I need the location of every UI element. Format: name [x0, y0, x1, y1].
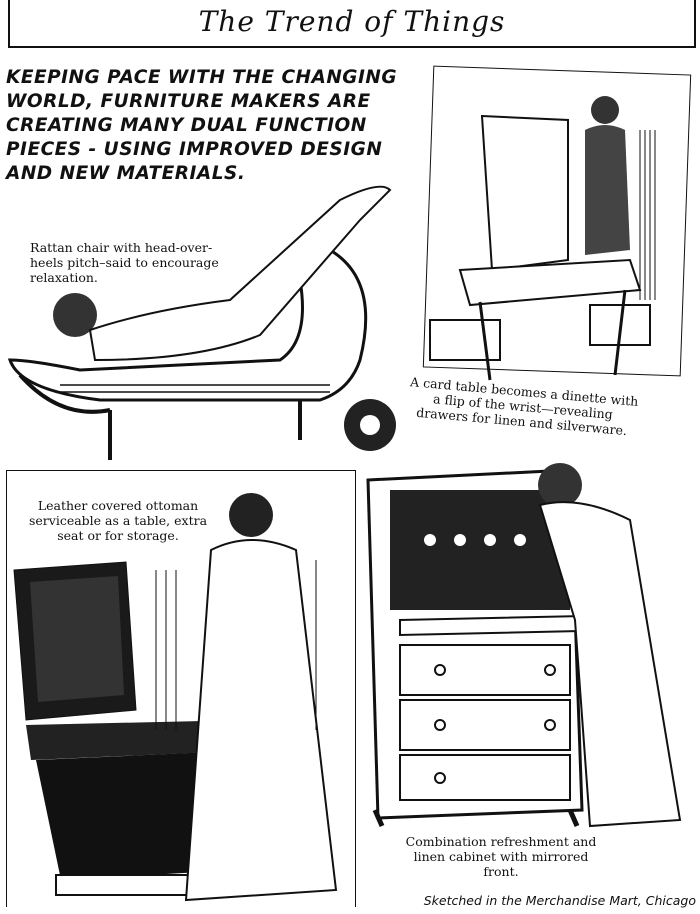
- headline: Keeping pace with the changing world, fu…: [6, 67, 398, 184]
- masthead-title: The Trend of Things: [198, 5, 506, 38]
- ottoman-illustration: [13, 493, 338, 902]
- cabinet-caption: Combination refreshment and linen cabine…: [405, 834, 597, 879]
- cabinet-illustration: [366, 463, 682, 828]
- masthead: The Trend of Things: [8, 0, 696, 48]
- ottoman-caption: Leather covered ottoman serviceable as a…: [28, 498, 208, 543]
- rattan-chair-illustration: [7, 185, 396, 460]
- credit-line: Sketched in the Merchandise Mart, Chicag…: [423, 893, 696, 908]
- rattan-chair-caption: Rattan chair with head-over-heels pitch–…: [30, 240, 219, 285]
- ottoman-frame: [6, 470, 356, 907]
- card-table-illustration: [429, 96, 656, 381]
